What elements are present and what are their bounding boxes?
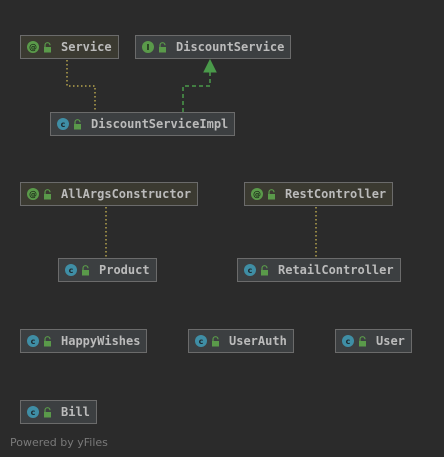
node-label: HappyWishes xyxy=(61,334,141,348)
edge-impl-to-service xyxy=(66,60,96,112)
interface-icon: I xyxy=(142,41,154,53)
node-retail-controller[interactable]: c RetailController xyxy=(237,258,401,282)
node-label: User xyxy=(376,334,405,348)
powered-by-footer: Powered by yFiles xyxy=(10,436,108,449)
class-icon: c xyxy=(27,406,39,418)
lock-icon xyxy=(268,188,275,199)
node-label: UserAuth xyxy=(229,334,287,348)
annotation-icon: @ xyxy=(251,188,263,200)
lock-icon xyxy=(82,264,89,275)
node-label: DiscountServiceImpl xyxy=(91,117,229,131)
node-rest-controller[interactable]: @ RestController xyxy=(244,182,394,206)
lock-icon xyxy=(44,406,51,417)
lock-icon xyxy=(212,335,219,346)
node-user-auth[interactable]: c UserAuth xyxy=(188,329,294,353)
node-discount-service[interactable]: I DiscountService xyxy=(135,35,292,59)
class-icon: c xyxy=(57,118,69,130)
lock-icon xyxy=(44,188,51,199)
class-icon: c xyxy=(195,335,207,347)
edge-impl-to-discount-service xyxy=(182,72,211,112)
node-label: RestController xyxy=(285,187,387,201)
node-label: Product xyxy=(99,263,150,277)
node-service[interactable]: @ Service xyxy=(20,35,119,59)
class-icon: c xyxy=(342,335,354,347)
lock-icon xyxy=(44,335,51,346)
lock-icon xyxy=(74,118,81,129)
implements-arrowhead xyxy=(203,58,217,73)
lock-icon xyxy=(159,41,166,52)
lock-icon xyxy=(261,264,268,275)
node-label: RetailController xyxy=(278,263,394,277)
node-all-args-constructor[interactable]: @ AllArgsConstructor xyxy=(20,182,199,206)
class-icon: c xyxy=(27,335,39,347)
node-product[interactable]: c Product xyxy=(58,258,157,282)
node-bill[interactable]: c Bill xyxy=(20,400,97,424)
lock-icon xyxy=(359,335,366,346)
annotation-icon: @ xyxy=(27,188,39,200)
lock-icon xyxy=(44,41,51,52)
node-happy-wishes[interactable]: c HappyWishes xyxy=(20,329,148,353)
node-label: Bill xyxy=(61,405,90,419)
node-label: Service xyxy=(61,40,112,54)
class-icon: c xyxy=(244,264,256,276)
node-discount-service-impl[interactable]: c DiscountServiceImpl xyxy=(50,112,236,136)
annotation-icon: @ xyxy=(27,41,39,53)
node-label: AllArgsConstructor xyxy=(61,187,192,201)
node-label: DiscountService xyxy=(176,40,285,54)
node-user[interactable]: c User xyxy=(335,329,412,353)
class-icon: c xyxy=(65,264,77,276)
